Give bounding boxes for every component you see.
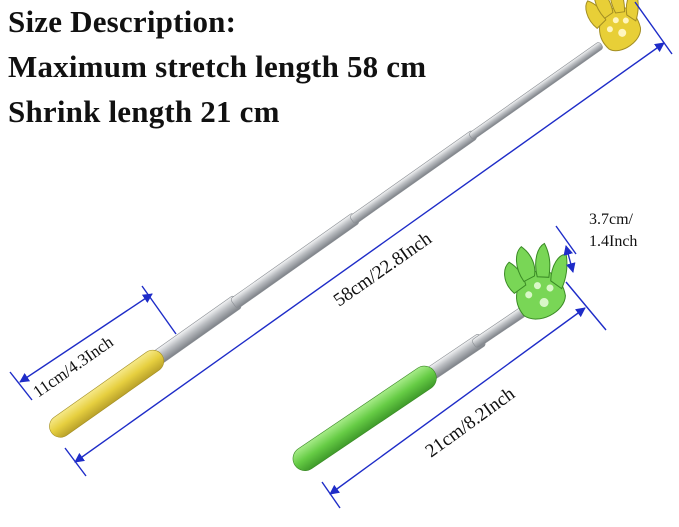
green-handle <box>292 365 437 471</box>
extension-tick <box>141 285 177 335</box>
extension-tick <box>64 447 87 477</box>
shaft-segment <box>472 307 526 348</box>
yellow-claw <box>585 0 641 52</box>
claw-width-inch-label: 1.4Inch <box>589 233 637 250</box>
shaft-segment <box>350 130 477 224</box>
handle-length-arrow <box>19 293 153 383</box>
extension-tick <box>634 1 673 55</box>
dimension-lines <box>9 1 673 509</box>
claw-width-arrow <box>563 245 576 273</box>
size-description-title: Size Description: <box>8 4 237 39</box>
extension-tick <box>555 225 577 255</box>
shaft-segment <box>469 42 603 140</box>
claw-width-cm-label: 3.7cm/ <box>589 211 634 228</box>
extension-tick <box>565 281 607 331</box>
shrunk-length-arrow <box>329 307 586 495</box>
extension-tick <box>9 371 33 401</box>
shrunk-length-label: 21cm/8.2Inch <box>422 383 520 462</box>
extension-tick <box>321 481 341 509</box>
extended-length-arrow <box>74 42 665 463</box>
green-claw <box>504 242 568 320</box>
extended-back-scratcher <box>49 0 641 438</box>
yellow-handle <box>49 349 165 438</box>
